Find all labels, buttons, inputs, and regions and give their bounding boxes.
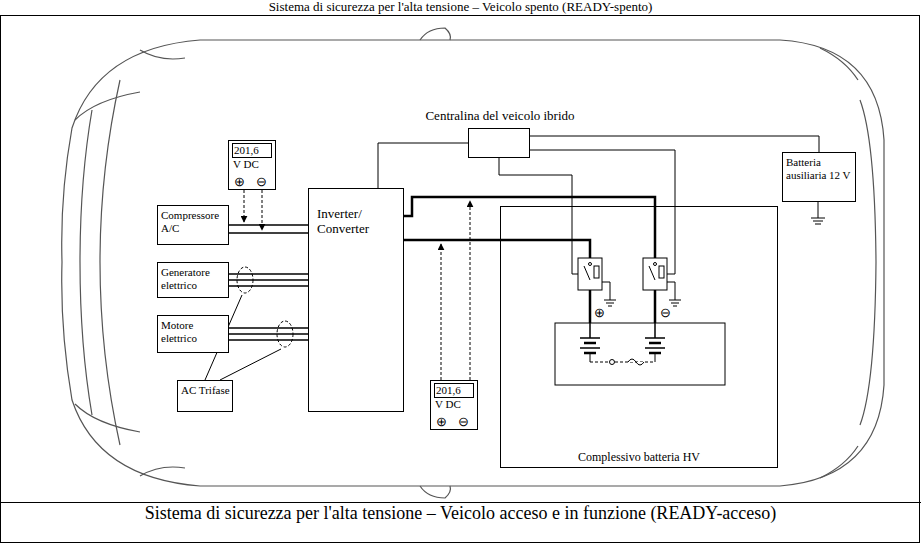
motor-box: Motore elettrico (157, 315, 229, 353)
frame-divider (0, 502, 921, 503)
wire-connector (229, 333, 308, 335)
wire-connector (530, 136, 819, 152)
node-text: V DC (431, 398, 477, 411)
terminal-sign: ⊕ (234, 175, 245, 189)
terminal-sign: ⊕ (436, 415, 447, 429)
control-unit: Centralina del veicolo ibrido (468, 128, 530, 158)
wires (229, 150, 675, 340)
aux-battery-box: Batteria ausiliaria 12 V (782, 152, 856, 202)
terminal-sign: ⊖ (256, 175, 267, 189)
ground-symbol (602, 202, 825, 306)
node-text: Motore elettrico (158, 316, 228, 346)
wire-connector (499, 158, 572, 206)
compressor-box: Compressore A/C (157, 205, 229, 245)
terminal-sign: ⊖ (458, 415, 469, 429)
wire-connector (229, 279, 308, 281)
callout-box: AC Trifase (177, 380, 233, 412)
node-text: Batteria ausiliaria 12 V (783, 153, 855, 183)
node-text: Compressore A/C (158, 206, 228, 236)
hv-battery-pack: Complessivo batteria HV (500, 206, 778, 468)
generator-box: Generatore elettrico (157, 262, 229, 298)
inverter-box: Inverter/ Converter (308, 188, 404, 412)
top-caption: Sistema di sicurezza per l'alta tensione… (0, 0, 921, 14)
wire-connector (229, 224, 308, 226)
phase-ellipse (237, 267, 293, 347)
wire-connector (378, 143, 468, 188)
battery-cells (555, 323, 725, 385)
wire-connector (404, 239, 500, 242)
relay-symbol (578, 258, 667, 290)
node-text: Generatore elettrico (158, 263, 228, 293)
node-text: V DC (229, 158, 275, 171)
caption: Sistema di sicurezza per l'alta tensione… (20, 504, 901, 523)
node-text: AC Trifase (178, 381, 232, 399)
node-text: Complessivo batteria HV (501, 451, 777, 465)
node-text: Inverter/ Converter (309, 189, 403, 237)
terminal-sign: ⊖ (660, 306, 671, 320)
meter-reading: 201,6 (434, 383, 474, 398)
terminal-sign: ⊕ (594, 306, 605, 320)
frame (1, 16, 920, 543)
node-text: Centralina del veicolo ibrido (389, 109, 611, 124)
meter-reading: 201,6 (232, 143, 272, 158)
car-outline (62, 28, 884, 498)
